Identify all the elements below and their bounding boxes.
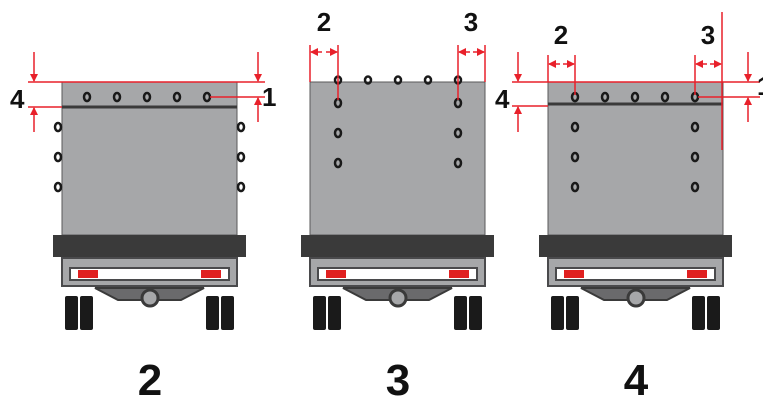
differential bbox=[388, 288, 408, 308]
dimension-label-1: 1 bbox=[262, 82, 276, 112]
marker-light-icon bbox=[236, 181, 246, 193]
marker-light-icon bbox=[453, 127, 463, 139]
tire-left-outer bbox=[313, 296, 326, 330]
dimension-label-1: 1 bbox=[757, 71, 763, 101]
truck-rear-view bbox=[53, 81, 246, 330]
marker-light-icon bbox=[172, 91, 182, 103]
tail-lamp-left bbox=[564, 270, 584, 278]
tire-right-inner bbox=[454, 296, 467, 330]
panel-4: 2 3 4 1 4 bbox=[495, 12, 763, 405]
dimension-label-4: 4 bbox=[10, 84, 25, 114]
tire-left-inner bbox=[328, 296, 341, 330]
marker-light-icon bbox=[236, 121, 246, 133]
marker-lights bbox=[570, 91, 700, 193]
truck-rear-view bbox=[539, 81, 732, 330]
panel-3: 2 3 3 bbox=[301, 7, 494, 405]
tire-left-inner bbox=[566, 296, 579, 330]
tail-lamp-right bbox=[449, 270, 469, 278]
marker-light-icon bbox=[453, 157, 463, 169]
panel-2: 1 4 2 bbox=[10, 52, 276, 405]
marker-light-icon bbox=[660, 91, 670, 103]
panel-caption: 4 bbox=[624, 356, 649, 405]
light-bar bbox=[317, 267, 478, 281]
differential bbox=[140, 288, 160, 308]
dimension-label-4: 4 bbox=[495, 84, 510, 114]
light-bar bbox=[555, 267, 716, 281]
tail-lamp-left bbox=[78, 270, 98, 278]
marker-light-icon bbox=[570, 181, 580, 193]
dimension-label-3: 3 bbox=[701, 20, 715, 50]
marker-light-icon bbox=[630, 91, 640, 103]
dimension-label-2: 2 bbox=[317, 7, 331, 37]
marker-light-icon bbox=[570, 121, 580, 133]
tire-right-inner bbox=[692, 296, 705, 330]
marker-light-icon bbox=[333, 127, 343, 139]
marker-lights bbox=[333, 75, 463, 169]
marker-light-icon bbox=[423, 75, 433, 85]
dimension-label-3: 3 bbox=[464, 7, 478, 37]
tire-left-outer bbox=[551, 296, 564, 330]
tire-left-inner bbox=[80, 296, 93, 330]
marker-light-icon bbox=[690, 181, 700, 193]
marker-light-icon bbox=[53, 121, 63, 133]
differential bbox=[626, 288, 646, 308]
box-body bbox=[61, 81, 238, 236]
marker-lights bbox=[53, 91, 246, 193]
bumper bbox=[539, 235, 732, 257]
panel-caption: 2 bbox=[138, 356, 162, 405]
tire-left-outer bbox=[65, 296, 78, 330]
marker-light-icon bbox=[53, 181, 63, 193]
tire-right-outer bbox=[221, 296, 234, 330]
dimension-lines bbox=[512, 12, 760, 150]
marker-light-icon bbox=[236, 151, 246, 163]
marker-light-icon bbox=[112, 91, 122, 103]
marker-light-icon bbox=[333, 157, 343, 169]
tail-lamp-right bbox=[687, 270, 707, 278]
tail-lamp-right bbox=[201, 270, 221, 278]
marker-light-icon bbox=[570, 151, 580, 163]
light-bar bbox=[69, 267, 230, 281]
tire-right-outer bbox=[707, 296, 720, 330]
marker-light-icon bbox=[690, 121, 700, 133]
tire-right-outer bbox=[469, 296, 482, 330]
dimension-label-2: 2 bbox=[554, 20, 568, 50]
marker-light-icon bbox=[142, 91, 152, 103]
dimension-lines bbox=[309, 45, 486, 100]
marker-light-icon bbox=[600, 91, 610, 103]
marker-light-icon bbox=[393, 75, 403, 85]
marker-light-icon bbox=[53, 151, 63, 163]
bumper bbox=[53, 235, 246, 257]
bumper bbox=[301, 235, 494, 257]
marker-light-icon bbox=[82, 91, 92, 103]
dimension-lines bbox=[28, 52, 265, 132]
tire-right-inner bbox=[206, 296, 219, 330]
panel-caption: 3 bbox=[386, 356, 410, 405]
marker-light-icon bbox=[363, 75, 373, 85]
marker-light-icon bbox=[690, 151, 700, 163]
truck-rear-view bbox=[301, 81, 494, 330]
tail-lamp-left bbox=[326, 270, 346, 278]
